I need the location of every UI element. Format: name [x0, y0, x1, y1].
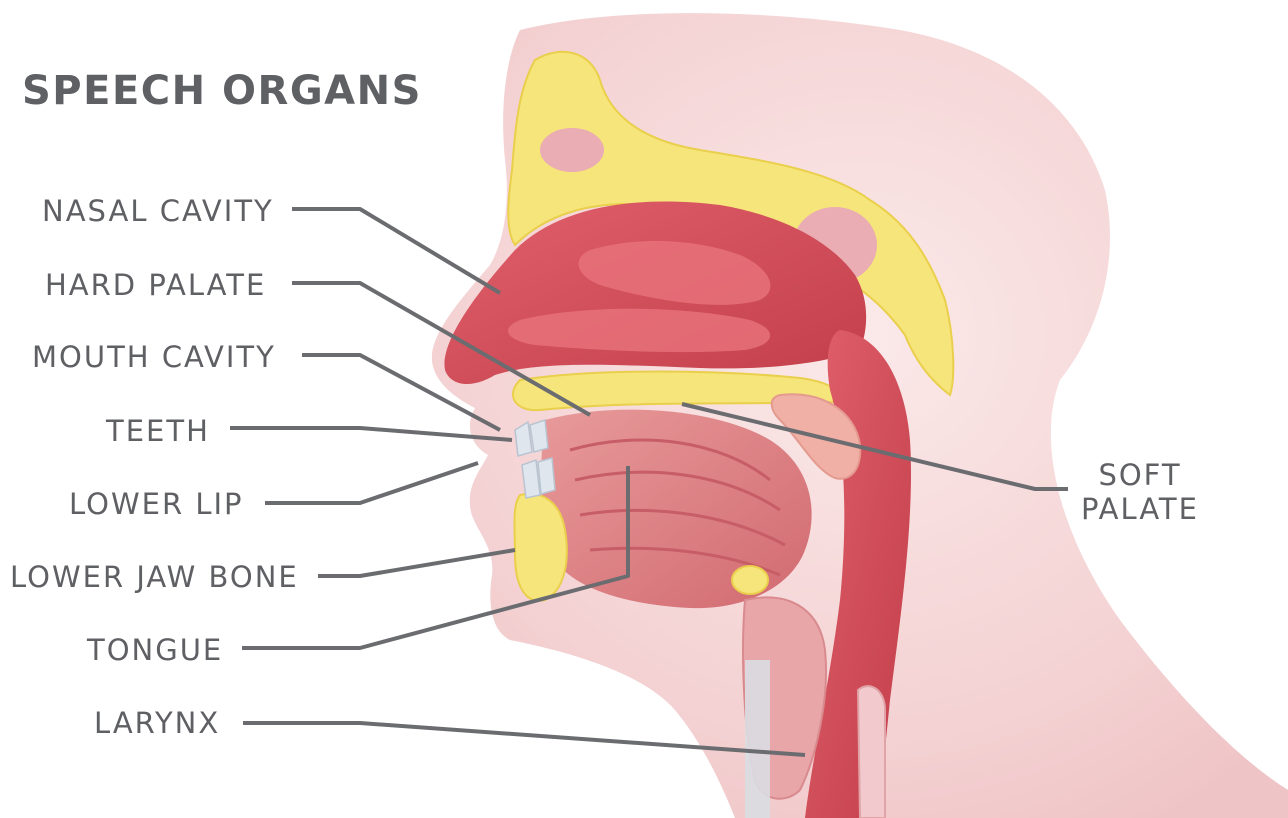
- label-lower-jaw-bone: LOWER JAW BONE: [10, 560, 299, 594]
- label-lower-lip: LOWER LIP: [69, 487, 244, 521]
- label-soft-palate-line2: PALATE: [1080, 492, 1200, 526]
- esophagus: [858, 686, 885, 818]
- lower-jaw-bone: [514, 494, 566, 601]
- hyoid-bone: [732, 566, 768, 594]
- label-nasal-cavity: NASAL CAVITY: [42, 194, 274, 228]
- label-soft-palate: SOFT PALATE: [1080, 458, 1200, 526]
- label-larynx: LARYNX: [94, 706, 220, 740]
- trachea: [745, 660, 770, 818]
- label-mouth-cavity: MOUTH CAVITY: [32, 340, 276, 374]
- label-teeth: TEETH: [106, 414, 210, 448]
- page-title: SPEECH ORGANS: [22, 68, 422, 114]
- leader-lower-lip: [265, 463, 478, 503]
- label-tongue: TONGUE: [87, 633, 223, 667]
- label-soft-palate-line1: SOFT: [1080, 458, 1200, 492]
- leader-nasal-cavity: [292, 209, 500, 293]
- label-hard-palate: HARD PALATE: [45, 268, 266, 302]
- leader-lower-jaw-bone: [318, 550, 515, 576]
- leader-teeth: [230, 428, 512, 440]
